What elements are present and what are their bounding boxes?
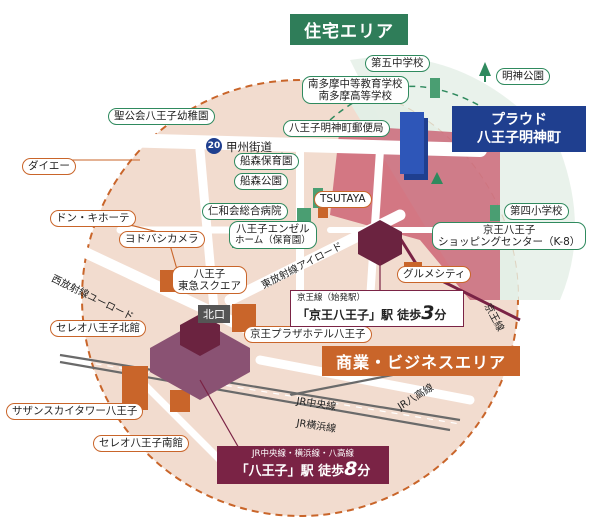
property-tower <box>400 112 428 180</box>
label-keio-sc-1: 京王八王子 <box>482 224 536 236</box>
keio-walk-unit: 分 <box>434 308 447 322</box>
road-koshu: 甲州街道 <box>226 140 272 154</box>
label-tokyu-square: 八王子 東急スクエア <box>172 266 247 294</box>
label-gourmet: グルメシティ <box>397 266 472 283</box>
label-minamitama-1: 南多摩中等教育学校 <box>308 78 403 90</box>
label-school4: 第四小学校 <box>504 203 569 220</box>
label-tokyu-2: 東急スクエア <box>178 280 241 292</box>
jr-station-block <box>150 314 250 400</box>
label-tokyu-1: 八王子 <box>193 268 226 280</box>
label-minamitama-2: 南多摩高等学校 <box>318 90 393 102</box>
label-daiei: ダイエー <box>22 158 76 175</box>
route-20-badge: 20 <box>206 138 222 154</box>
label-funamori-nursery: 船森保育園 <box>234 153 299 170</box>
label-keio-plaza: 京王プラザホテル八王子 <box>244 326 372 343</box>
label-minamitama: 南多摩中等教育学校 南多摩高等学校 <box>302 76 409 104</box>
jr-hachioji-station-label: JR中央線・横浜線・八高線 「八王子」駅 徒歩8分 <box>217 446 389 484</box>
jr-line-note: JR中央線・横浜線・八高線 <box>252 449 354 459</box>
label-school5: 第五中学校 <box>365 55 430 72</box>
label-post-office: 八王子明神町郵便局 <box>283 120 390 137</box>
north-exit-badge: 北口 <box>198 305 230 323</box>
label-tsutaya: TSUTAYA <box>314 191 372 208</box>
residential-area-banner: 住宅エリア <box>290 14 408 45</box>
label-keio-sc-2: ショッピングセンター（K-8） <box>438 236 581 248</box>
keio-station-block <box>358 220 402 266</box>
label-angel-2: ホーム（保育園） <box>235 235 311 246</box>
property-label-line2: 八王子明神町 <box>477 130 561 146</box>
keio-station-name: 「京王八王子」駅 徒歩 <box>297 308 422 322</box>
label-kindergarten: 聖公会八王子幼稚園 <box>108 108 215 125</box>
keio-hachioji-station-label: 京王線（始発駅） 「京王八王子」駅 徒歩3分 <box>290 290 464 327</box>
label-donki: ドン・キホーテ <box>50 210 136 227</box>
keio-walk-minutes: 3 <box>421 302 435 324</box>
label-hospital: 仁和会総合病院 <box>202 203 288 220</box>
label-angel-1: 八王子エンゼル <box>236 223 310 235</box>
label-myojin-park: 明神公園 <box>496 68 550 85</box>
property-label: プラウド 八王子明神町 <box>452 106 586 152</box>
commercial-area-banner: 商業・ビジネスエリア <box>322 346 521 376</box>
jr-walk-minutes: 8 <box>344 458 358 480</box>
property-zone <box>330 125 500 300</box>
label-funamori-park: 船森公園 <box>234 173 288 190</box>
label-southern-tower: サザンスカイタワー八王子 <box>6 403 144 420</box>
label-cereo-north: セレオ八王子北館 <box>50 320 146 337</box>
rail-chuo <box>59 353 461 422</box>
keio-line-note: 京王線（始発駅） <box>297 293 366 303</box>
jr-walk-unit: 分 <box>357 464 371 479</box>
label-angel-home: 八王子エンゼル ホーム（保育園） <box>229 221 317 249</box>
label-cereo-south: セレオ八王子南館 <box>93 435 189 452</box>
label-yodobashi: ヨドバシカメラ <box>119 231 205 248</box>
jr-station-name: 「八王子」駅 徒歩 <box>235 464 345 479</box>
label-keio-sc: 京王八王子 ショッピングセンター（K-8） <box>432 222 587 250</box>
property-label-line1: プラウド <box>491 112 547 128</box>
